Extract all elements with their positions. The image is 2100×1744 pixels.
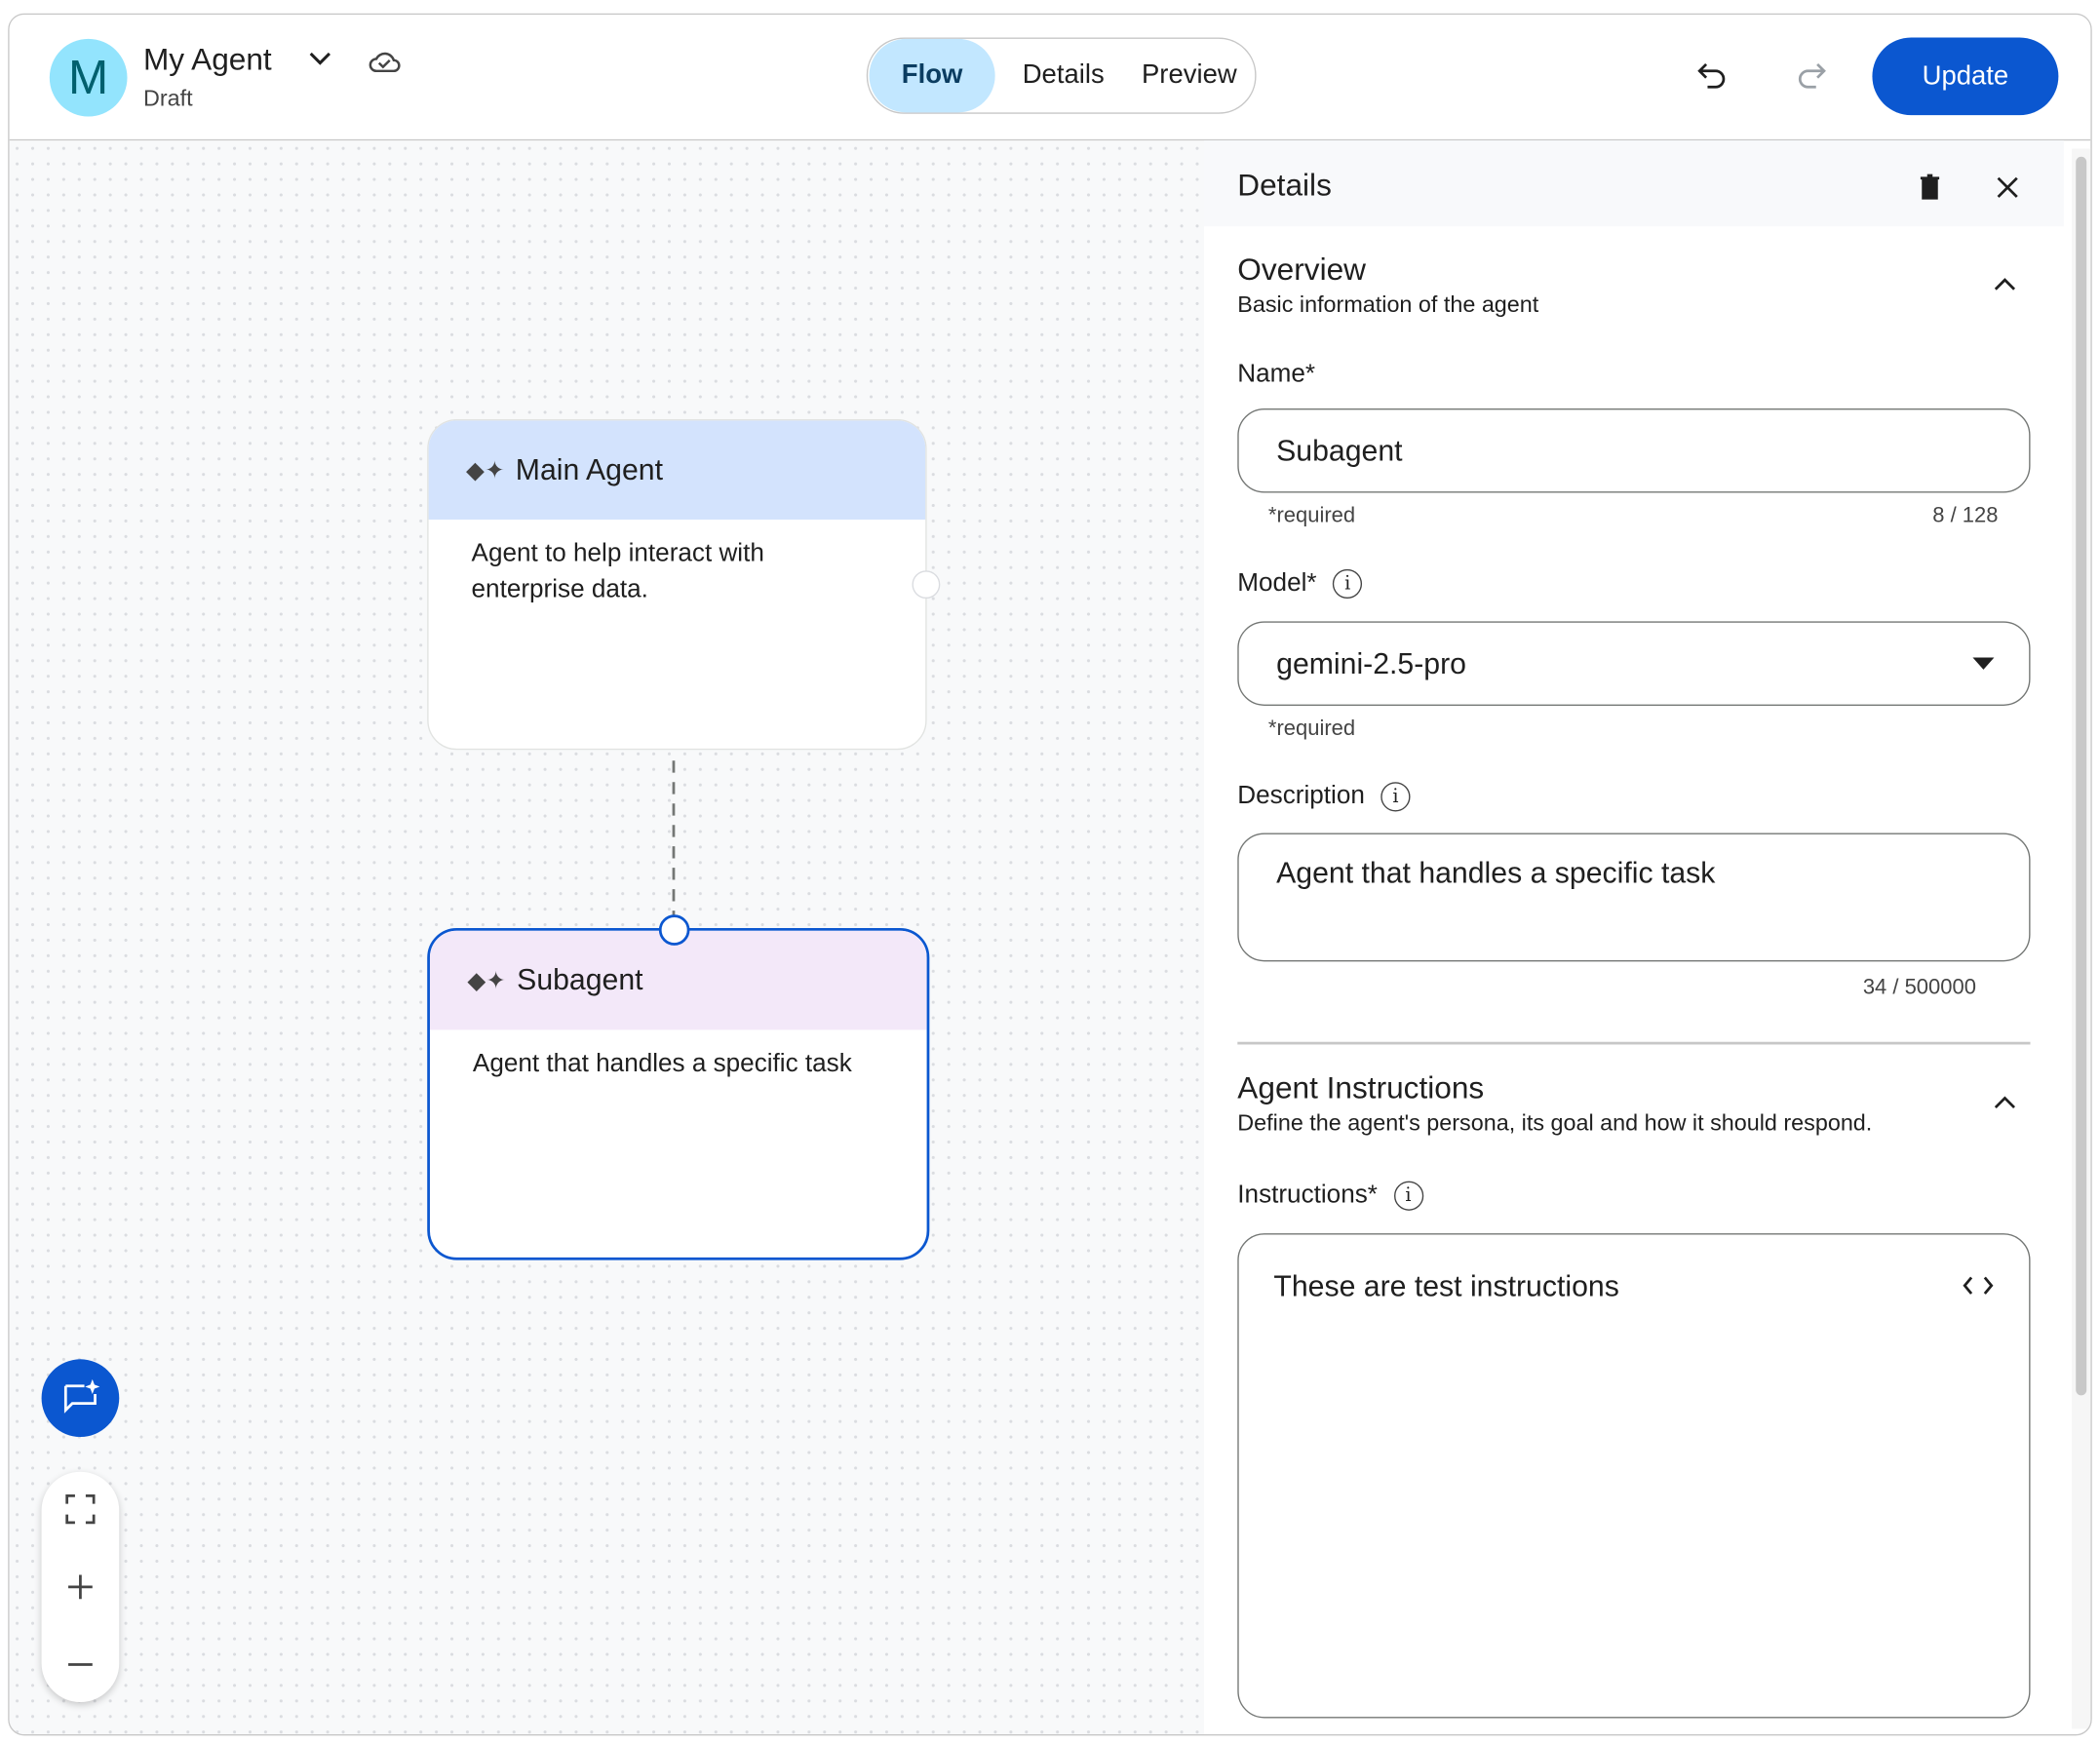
cloud-check-icon — [369, 52, 401, 73]
scrollbar-thumb[interactable] — [2076, 156, 2087, 1396]
instructions-label: Instructions* — [1237, 1181, 1378, 1210]
delete-icon[interactable] — [1917, 173, 1943, 202]
info-icon[interactable]: i — [1333, 568, 1363, 600]
output-handle[interactable] — [912, 570, 941, 600]
fit-view-icon[interactable] — [64, 1493, 97, 1526]
node-description: Agent that handles a specific task — [472, 1049, 852, 1078]
overview-title: Overview — [1237, 252, 1366, 287]
close-icon[interactable] — [1994, 174, 2020, 201]
divider — [1237, 1041, 2031, 1044]
dropdown-arrow-icon — [1972, 657, 1995, 670]
zoom-in-icon[interactable] — [64, 1570, 97, 1603]
tab-flow[interactable]: Flow — [869, 38, 995, 113]
sparkle-icon: ◆✦ — [466, 455, 505, 484]
description-label-row: Description i — [1237, 782, 1411, 812]
info-icon[interactable]: i — [1381, 782, 1411, 812]
description-label: Description — [1237, 782, 1365, 811]
name-input[interactable]: Subagent — [1237, 407, 2031, 493]
name-required-hint: *required — [1267, 504, 1356, 528]
panel-title: Details — [1237, 167, 1332, 203]
connector-line — [672, 760, 676, 928]
tab-details[interactable]: Details — [1022, 59, 1105, 91]
chevron-down-icon[interactable] — [307, 50, 333, 68]
model-required-hint: *required — [1267, 717, 1356, 741]
tab-preview[interactable]: Preview — [1141, 59, 1237, 91]
panel-header: Details — [1203, 140, 2064, 227]
avatar[interactable]: M — [49, 38, 128, 117]
instructions-section-subtitle: Define the agent's persona, its goal and… — [1237, 1109, 1873, 1136]
instructions-label-row: Instructions* i — [1237, 1181, 1423, 1211]
chevron-up-icon[interactable] — [1992, 1093, 2018, 1111]
description-char-count: 34 / 500000 — [1862, 976, 1976, 999]
info-icon[interactable]: i — [1393, 1181, 1423, 1211]
description-textarea[interactable]: Agent that handles a specific task — [1237, 833, 2031, 962]
model-select[interactable]: gemini-2.5-pro — [1237, 621, 2031, 706]
chevron-up-icon[interactable] — [1992, 275, 2018, 293]
status-text: Draft — [142, 85, 193, 112]
input-handle[interactable] — [658, 914, 690, 946]
name-char-count: 8 / 128 — [1932, 504, 1999, 528]
sparkle-icon: ◆✦ — [467, 966, 507, 993]
chat-spark-icon — [63, 1378, 100, 1414]
undo-icon[interactable] — [1695, 60, 1731, 90]
zoom-out-icon[interactable] — [64, 1648, 97, 1681]
model-label-row: Model* i — [1237, 568, 1363, 600]
top-bar: M My Agent Draft Flow Details Preview Up… — [9, 15, 2091, 141]
app-window: M My Agent Draft Flow Details Preview Up… — [8, 13, 2092, 1736]
ai-chat-button[interactable] — [41, 1359, 120, 1437]
flow-canvas[interactable]: ◆✦ Main Agent Agent to help interact with… — [9, 140, 1204, 1734]
zoom-controls — [41, 1471, 120, 1702]
node-description: Agent to help interact with enterprise d… — [471, 539, 764, 604]
instructions-value: These are test instructions — [1273, 1269, 1619, 1303]
node-title: Subagent — [517, 962, 643, 997]
update-button[interactable]: Update — [1872, 37, 2059, 116]
redo-icon[interactable] — [1793, 60, 1828, 90]
model-value: gemini-2.5-pro — [1276, 646, 1466, 680]
scrollbar[interactable] — [2072, 148, 2091, 1729]
details-panel: Details Overview Basic information of th… — [1203, 140, 2064, 1734]
overview-subtitle: Basic information of the agent — [1237, 291, 1539, 318]
node-main-agent[interactable]: ◆✦ Main Agent Agent to help interact with… — [427, 418, 927, 751]
node-subagent[interactable]: ◆✦ Subagent Agent that handles a specific… — [427, 927, 930, 1260]
name-label: Name* — [1237, 360, 1316, 389]
node-title: Main Agent — [515, 452, 664, 486]
code-icon[interactable] — [1962, 1275, 1994, 1297]
instructions-section-title: Agent Instructions — [1237, 1069, 1485, 1105]
instructions-editor[interactable]: These are test instructions — [1237, 1233, 2031, 1719]
model-label: Model* — [1237, 568, 1317, 598]
agent-title: My Agent — [142, 41, 272, 77]
view-switcher: Flow Details Preview — [866, 37, 1257, 114]
